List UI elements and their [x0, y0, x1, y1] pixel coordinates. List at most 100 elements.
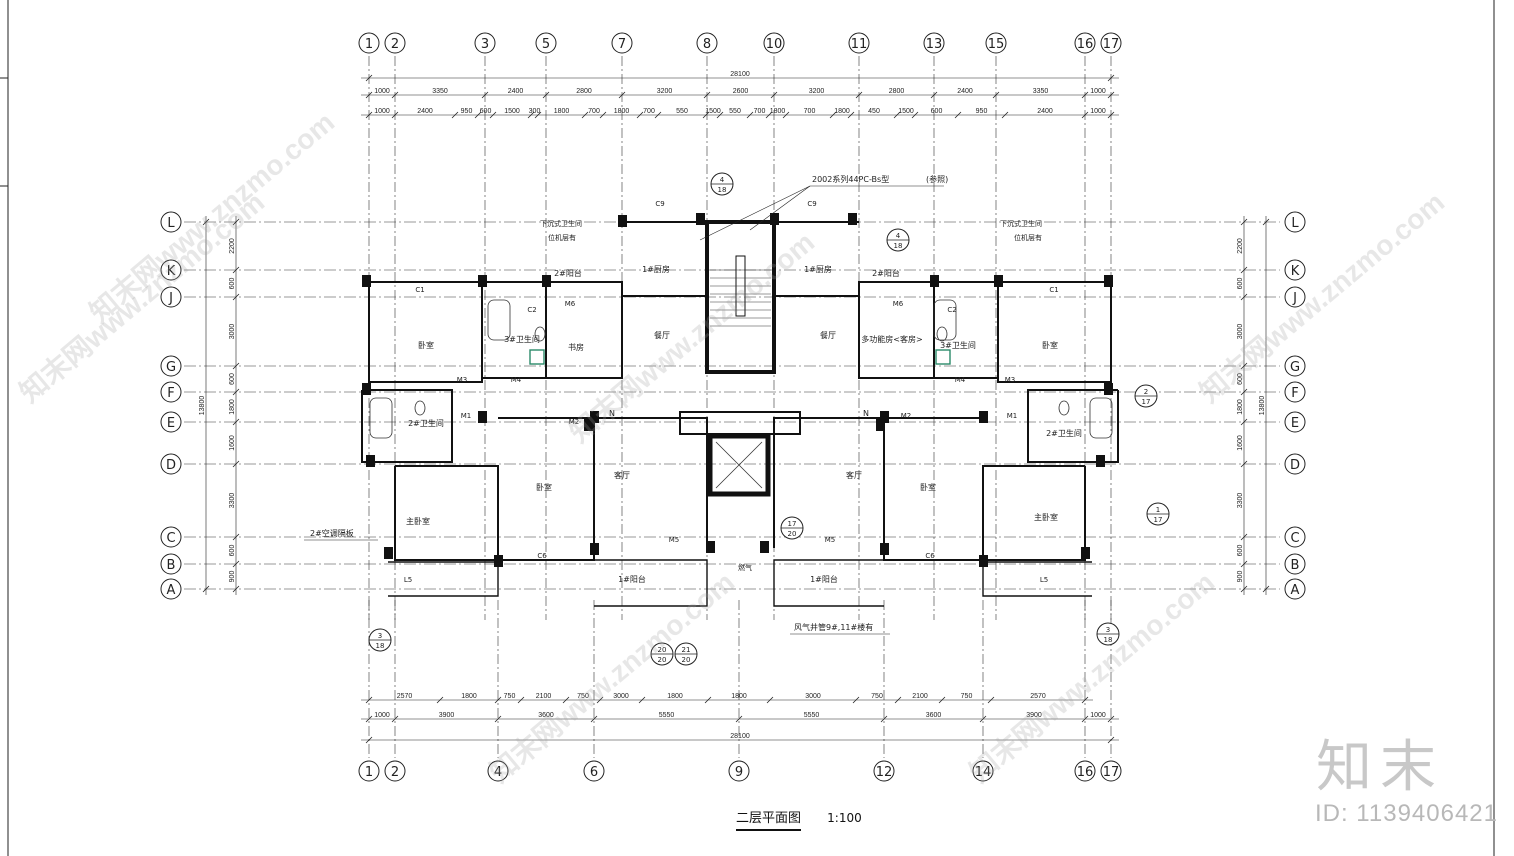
dim-tick	[232, 585, 240, 593]
axis-bubble	[160, 411, 182, 433]
door-window-tag: M3	[1005, 376, 1016, 384]
dim-top-row2-label: 1800	[614, 108, 630, 115]
axis-bubble	[160, 355, 182, 377]
axis-bubble-label: G	[166, 360, 176, 375]
door-window-tag: C1	[1049, 286, 1058, 294]
axis-bubble-label: 17	[1103, 37, 1120, 52]
detail-callout-sheet: 20	[682, 656, 691, 664]
dim-tick	[1262, 218, 1270, 226]
dim-tick	[562, 696, 570, 704]
axis-bubble	[160, 453, 182, 475]
dim-top-row1-label: 3350	[432, 88, 448, 95]
dim-tick	[232, 388, 240, 396]
dim-tick	[494, 715, 502, 723]
detail-callout-sheet: 18	[718, 186, 727, 194]
dim-tick	[599, 111, 607, 119]
dim-tick	[992, 91, 1000, 99]
structural-column	[979, 555, 988, 567]
note-window-type: 2002系列44PC-Bs型	[812, 174, 889, 184]
room-label-dining: 餐厅	[820, 331, 836, 340]
dim-tick	[474, 111, 482, 119]
wall-right-bath2	[1027, 389, 1119, 463]
axis-bubble-label: K	[167, 264, 176, 279]
axis-bubble	[1100, 32, 1122, 54]
axis-bubble-label: C	[1290, 531, 1299, 546]
note-gas: 燃气	[738, 563, 752, 572]
door-window-tag: M2	[901, 412, 912, 420]
note-sunken-bath-right: 下沉式卫生间	[1000, 219, 1042, 228]
dim-top-row2-label: 950	[461, 108, 473, 115]
dim-left-label: 1800	[229, 399, 236, 415]
walls-layer	[361, 213, 1119, 607]
structural-column	[760, 541, 769, 553]
axis-bubble-label: E	[167, 416, 175, 431]
dim-right-label: 3000	[1237, 324, 1244, 340]
axis-bubble-label: 12	[876, 765, 893, 780]
axis-bubble	[972, 760, 994, 782]
dim-top-row2-label: 300	[529, 108, 541, 115]
dim-tick	[1240, 218, 1248, 226]
dim-tick	[618, 91, 626, 99]
axis-bubble-label: E	[1291, 416, 1299, 431]
dim-top-row2-label: 550	[729, 108, 741, 115]
axis-bubble-label: 6	[590, 765, 598, 780]
axis-bubble	[384, 32, 406, 54]
dim-top-row1-label: 3200	[657, 88, 673, 95]
room-label-study: 书房	[568, 342, 584, 352]
dim-tick	[436, 696, 444, 704]
dim-bottom-row1-label: 750	[577, 693, 589, 700]
axis-bubble-label: 2	[391, 765, 399, 780]
axis-bubble	[848, 32, 870, 54]
axis-bubble	[160, 526, 182, 548]
axis-bubble	[535, 32, 557, 54]
dim-tick	[1081, 111, 1089, 119]
room-label-bath2: 2#卫生间	[1046, 428, 1082, 438]
elevator-cross	[715, 441, 763, 489]
dim-tick	[636, 111, 644, 119]
dim-tick	[1240, 266, 1248, 274]
structural-column	[930, 275, 939, 287]
dim-tick	[855, 91, 863, 99]
dim-bottom-row1-label: 2570	[397, 693, 413, 700]
structural-column	[366, 455, 375, 467]
dim-tick	[702, 111, 710, 119]
dim-top-row2-label: 700	[804, 108, 816, 115]
structural-column	[994, 275, 1003, 287]
axis-bubble-label: 15	[988, 37, 1005, 52]
dim-bottom-row1-label: 750	[961, 693, 973, 700]
dim-bottom-row1-label: 3000	[613, 693, 629, 700]
room-label-balcony2: 2#阳台	[872, 268, 900, 278]
dim-tick	[894, 696, 902, 704]
dim-right-label: 2200	[1237, 238, 1244, 254]
axis-bubble	[1284, 453, 1306, 475]
bathtub-fixture	[487, 299, 511, 341]
dim-tick	[1001, 111, 1009, 119]
axis-bubble-label: 13	[926, 37, 943, 52]
axis-bubble	[873, 760, 895, 782]
toilet-fixture	[936, 326, 948, 342]
axis-bubble-label: 1	[365, 37, 373, 52]
dim-tick	[365, 91, 373, 99]
room-label-balcony1: 1#阳台	[618, 574, 646, 584]
detail-callout-number: 21	[682, 646, 691, 654]
dim-right-label: 600	[1237, 278, 1244, 290]
note-reference: (参照)	[926, 174, 948, 184]
dim-bottom-row2-label: 1000	[374, 712, 390, 719]
axis-bubble	[1284, 381, 1306, 403]
dim-bottom-row1-label: 750	[504, 693, 516, 700]
room-label-balcony2: 2#阳台	[554, 268, 582, 278]
detail-callout-number: 20	[658, 646, 667, 654]
dim-top-row1-label: 3200	[809, 88, 825, 95]
door-window-tag: C2	[947, 306, 956, 314]
axis-bubble-label: 17	[1103, 765, 1120, 780]
axis-bubble	[1100, 760, 1122, 782]
note-sunken-bath-left-2: 位机层有	[548, 233, 576, 242]
dim-tick	[1262, 585, 1270, 593]
axis-bubble-label: 11	[851, 37, 868, 52]
room-label-bath3: 3#卫生间	[504, 334, 540, 344]
axis-bubble-label: 4	[494, 765, 502, 780]
dim-top-row1-label: 3350	[1033, 88, 1049, 95]
dim-tick	[1240, 388, 1248, 396]
